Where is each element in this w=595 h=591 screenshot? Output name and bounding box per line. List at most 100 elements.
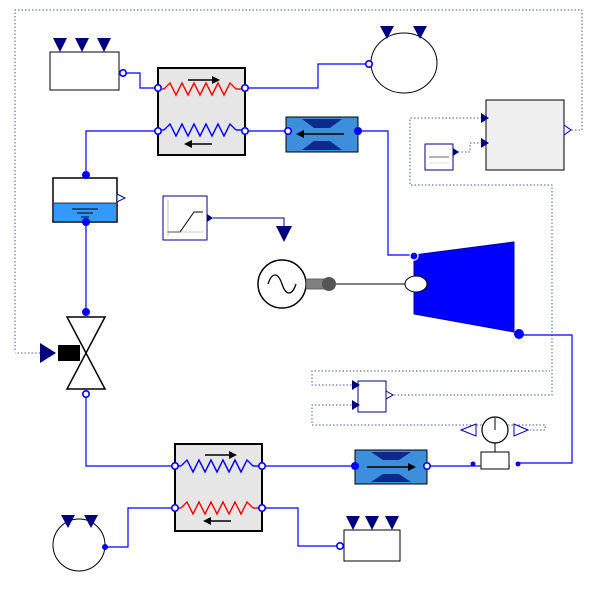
input-triangle-icon	[413, 26, 427, 39]
port-icon[interactable]	[171, 461, 180, 470]
sine-wave-icon	[267, 274, 297, 294]
sensor-body-icon	[480, 451, 510, 470]
input-triangle-icon	[352, 400, 360, 410]
input-triangle-icon	[75, 38, 89, 52]
port-icon[interactable]	[241, 84, 250, 93]
liquid-level	[54, 203, 116, 221]
evaporator[interactable]	[154, 67, 250, 156]
signal-line-valve-controller	[14, 9, 583, 350]
input-triangle-icon	[481, 138, 489, 148]
pipe-sensor-turbine	[518, 334, 573, 464]
port-icon[interactable]	[154, 84, 163, 93]
port-icon[interactable]	[283, 127, 292, 136]
port-icon[interactable]	[82, 308, 90, 316]
cold-coil-icon	[163, 122, 237, 138]
hot-coil-icon	[180, 500, 254, 516]
port-icon[interactable]	[422, 461, 431, 470]
port-icon[interactable]	[409, 251, 419, 261]
port-icon[interactable]	[354, 127, 362, 135]
output-triangle-icon	[116, 193, 127, 203]
output-triangle-icon	[385, 390, 395, 400]
port-icon[interactable]	[82, 171, 90, 179]
controller-icon	[485, 99, 565, 171]
input-triangle-icon	[97, 38, 111, 52]
heat-exchanger-icon	[174, 443, 263, 532]
shaft-flange-icon[interactable]	[322, 277, 336, 291]
generator[interactable]	[257, 226, 408, 309]
sink-hot-boundary[interactable]	[364, 26, 438, 94]
port-icon[interactable]	[154, 127, 163, 136]
boundary-box-icon	[343, 529, 401, 562]
boundary-box-icon	[49, 51, 120, 91]
signal-lines	[14, 9, 583, 431]
port-icon[interactable]	[470, 461, 476, 467]
pipe-cold-source	[105, 507, 175, 548]
source-cold-boundary[interactable]	[52, 515, 108, 572]
pipe-dp-turbine	[358, 130, 414, 256]
evaporator-pressure-drop[interactable]	[283, 116, 362, 153]
port-icon[interactable]	[515, 461, 521, 467]
input-triangle-icon	[380, 26, 394, 39]
signal-line-sum-b	[311, 404, 546, 431]
input-triangle-icon	[346, 516, 360, 530]
input-triangle-icon	[276, 226, 292, 242]
constant-block[interactable]	[424, 143, 459, 171]
sum-block[interactable]	[352, 380, 395, 413]
controller-block[interactable]	[481, 99, 572, 171]
output-triangle-icon	[513, 423, 530, 437]
input-triangle-icon	[53, 38, 67, 52]
heat-exchanger-icon	[157, 67, 246, 156]
pipe-hot-sink	[245, 63, 368, 89]
expansion-valve[interactable]	[40, 308, 107, 398]
ramp-source[interactable]	[162, 195, 285, 241]
condenser-pressure-drop[interactable]	[351, 449, 431, 485]
port-icon[interactable]	[241, 127, 250, 136]
port-icon[interactable]	[351, 462, 359, 470]
signal-line-controller-sum	[390, 117, 553, 396]
sensor[interactable]	[459, 416, 530, 470]
tank[interactable]	[52, 171, 127, 226]
ramp-icon	[162, 195, 208, 241]
port-icon[interactable]	[364, 59, 373, 68]
output-triangle-icon	[459, 423, 477, 437]
source-hot-boundary[interactable]	[49, 38, 128, 91]
port-icon[interactable]	[119, 69, 128, 78]
pipe-valve-condenser	[85, 395, 175, 467]
input-triangle-icon	[385, 516, 399, 530]
signal-line-constant	[458, 142, 482, 153]
actuator-icon	[58, 345, 80, 361]
input-triangle-icon	[481, 113, 489, 123]
port-icon[interactable]	[257, 461, 266, 470]
input-triangle-icon	[84, 515, 98, 528]
output-triangle-icon	[563, 124, 572, 136]
port-icon[interactable]	[82, 218, 90, 226]
pipe-cold-sink	[262, 507, 339, 547]
input-triangle-icon	[352, 380, 360, 390]
port-icon[interactable]	[171, 503, 180, 512]
pipe-evap-tank	[85, 130, 158, 175]
hot-coil-icon	[163, 81, 237, 97]
boundary-circle-icon	[370, 32, 438, 94]
port-icon[interactable]	[102, 544, 108, 550]
shaft-port-icon[interactable]	[404, 275, 428, 293]
port-icon[interactable]	[82, 389, 91, 398]
sink-cold-boundary[interactable]	[335, 516, 401, 562]
signal-line-ramp	[213, 217, 285, 226]
signal-line-sum-a	[311, 370, 550, 386]
turbine[interactable]	[404, 241, 524, 339]
turbine-icon	[413, 241, 515, 333]
pipes	[85, 63, 573, 548]
condenser[interactable]	[171, 443, 266, 532]
input-triangle-icon	[61, 515, 75, 528]
boundary-circle-icon	[52, 518, 106, 572]
input-triangle-icon	[40, 343, 56, 363]
port-icon[interactable]	[514, 329, 524, 339]
cold-coil-icon	[180, 458, 254, 474]
input-triangle-icon	[365, 516, 379, 530]
add-icon	[357, 380, 387, 413]
port-icon[interactable]	[257, 503, 266, 512]
port-icon[interactable]	[335, 541, 344, 550]
pipe-hot-source	[125, 72, 158, 89]
valve-icon	[65, 316, 107, 355]
